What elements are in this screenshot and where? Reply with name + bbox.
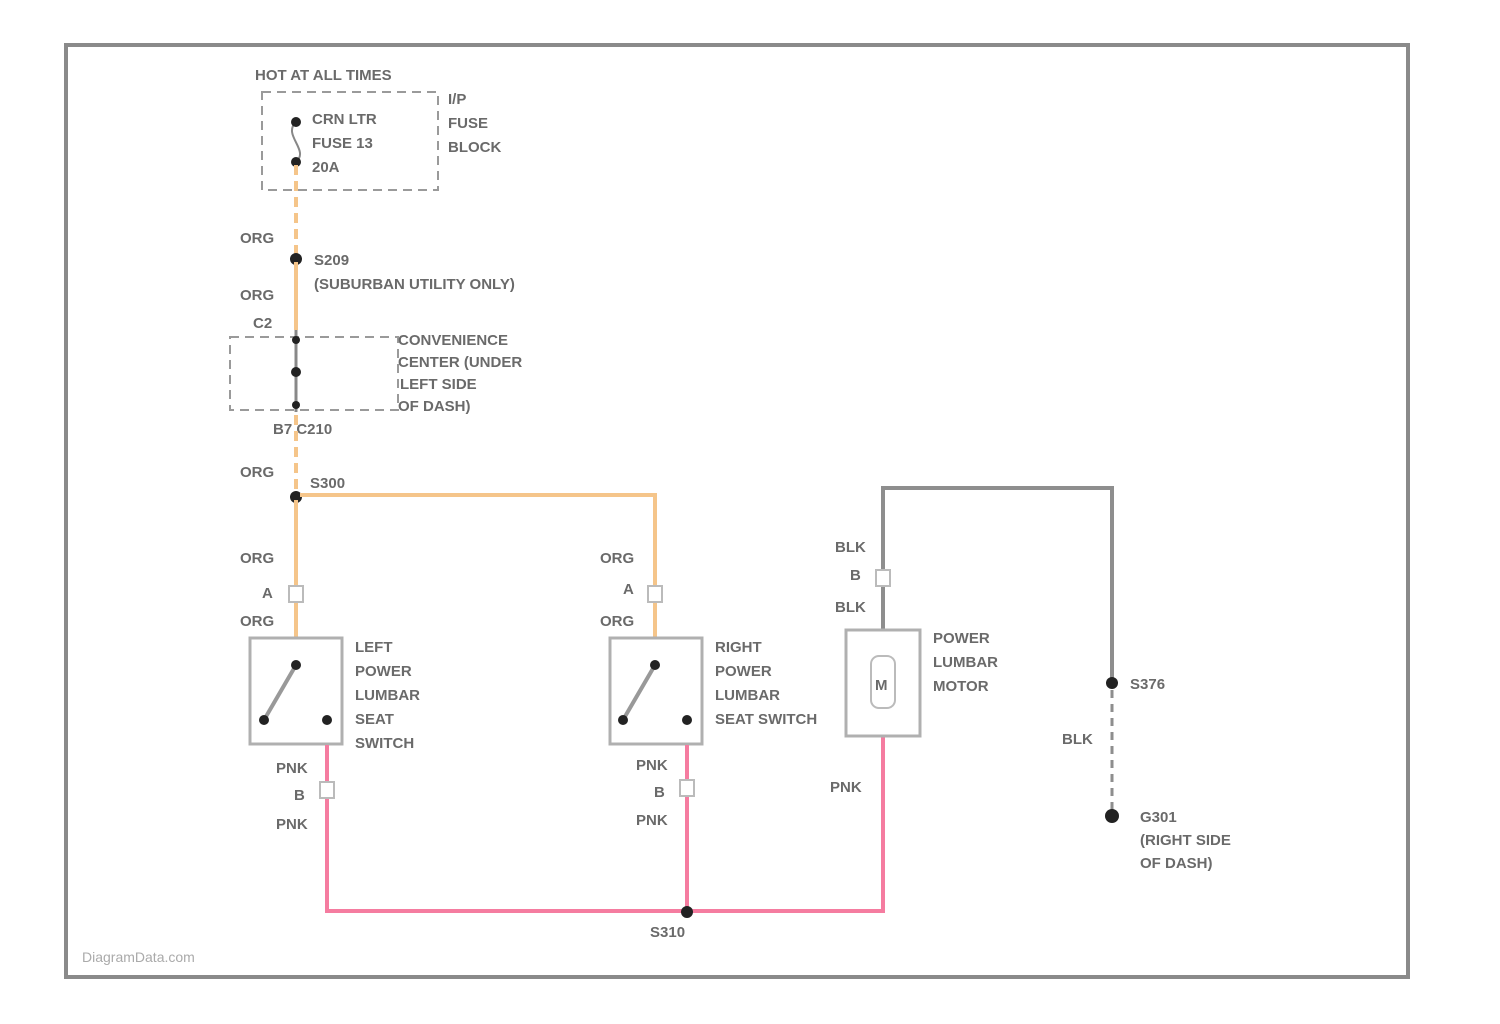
svg-text:LUMBAR: LUMBAR <box>355 687 420 704</box>
wire-label-pnk: PNK <box>276 760 308 777</box>
switch-contact <box>291 660 301 670</box>
svg-text:FUSE 13: FUSE 13 <box>312 135 373 152</box>
svg-text:BLOCK: BLOCK <box>448 139 501 156</box>
wire-label-blk: BLK <box>1062 731 1093 748</box>
svg-text:CONVENIENCE: CONVENIENCE <box>398 332 508 349</box>
wire-label-org: ORG <box>240 230 274 247</box>
fuse-block-label: I/P FUSE BLOCK <box>448 91 501 156</box>
ground-g301-label: G301 (RIGHT SIDE OF DASH) <box>1140 809 1231 872</box>
svg-text:OF DASH): OF DASH) <box>1140 855 1213 872</box>
fuse-symbol <box>292 122 300 162</box>
right-power-lumbar-seat-switch <box>610 638 702 744</box>
switch-contact <box>259 715 269 725</box>
bus-dot <box>292 336 300 344</box>
convenience-center-label: CONVENIENCE CENTER (UNDER LEFT SIDE OF D… <box>398 332 522 415</box>
left-switch-label: LEFT POWER LUMBAR SEAT SWITCH <box>355 639 420 752</box>
power-label: HOT AT ALL TIMES <box>255 67 392 84</box>
connector-b-right <box>680 780 694 796</box>
splice-s209-label: S209 (SUBURBAN UTILITY ONLY) <box>314 252 515 293</box>
svg-text:SWITCH: SWITCH <box>355 735 414 752</box>
svg-text:CENTER (UNDER: CENTER (UNDER <box>398 354 522 371</box>
svg-text:OF DASH): OF DASH) <box>398 398 471 415</box>
connector-a-right <box>648 586 662 602</box>
svg-text:POWER: POWER <box>355 663 412 680</box>
svg-text:LUMBAR: LUMBAR <box>715 687 780 704</box>
svg-text:SEAT: SEAT <box>355 711 394 728</box>
wire-label-pnk: PNK <box>636 812 668 829</box>
svg-text:I/P: I/P <box>448 91 466 108</box>
fuse-label: CRN LTR FUSE 13 20A <box>312 111 377 176</box>
wire-label-org: ORG <box>600 613 634 630</box>
pin-a-label: A <box>262 585 273 602</box>
svg-text:SEAT SWITCH: SEAT SWITCH <box>715 711 817 728</box>
svg-text:G301: G301 <box>1140 809 1177 826</box>
wire-label-org: ORG <box>240 464 274 481</box>
connector-a-left <box>289 586 303 602</box>
motor-label: POWER LUMBAR MOTOR <box>933 630 998 695</box>
wire-label-org: ORG <box>240 287 274 304</box>
connector-b-left <box>320 782 334 798</box>
convenience-center-outline <box>230 337 398 410</box>
pin-b-label: B <box>654 784 665 801</box>
svg-text:(RIGHT SIDE: (RIGHT SIDE <box>1140 832 1231 849</box>
wire-label-blk: BLK <box>835 539 866 556</box>
switch-contact <box>682 715 692 725</box>
splice-s300-label: S300 <box>310 475 345 492</box>
motor-symbol: M <box>875 677 888 694</box>
svg-text:CRN LTR: CRN LTR <box>312 111 377 128</box>
switch-contact <box>618 715 628 725</box>
splice-s310-label: S310 <box>650 924 685 941</box>
connector-c2-label: C2 <box>253 315 272 332</box>
switch-contact <box>322 715 332 725</box>
wire-label-org: ORG <box>600 550 634 567</box>
switch-blade <box>623 665 655 720</box>
switch-blade <box>264 665 296 720</box>
svg-text:LEFT: LEFT <box>355 639 393 656</box>
bus-dot <box>292 401 300 409</box>
left-power-lumbar-seat-switch <box>250 638 342 744</box>
switch-contact <box>650 660 660 670</box>
pin-a-label: A <box>623 581 634 598</box>
svg-text:(SUBURBAN UTILITY ONLY): (SUBURBAN UTILITY ONLY) <box>314 276 515 293</box>
fuse-terminal-top <box>291 117 301 127</box>
wire-pnk-ground-bus <box>327 737 883 911</box>
svg-text:FUSE: FUSE <box>448 115 488 132</box>
pin-b-label: B <box>850 567 861 584</box>
splice-s376-dot <box>1106 677 1118 689</box>
splice-s376-label: S376 <box>1130 676 1165 693</box>
svg-text:MOTOR: MOTOR <box>933 678 989 695</box>
svg-text:LEFT SIDE: LEFT SIDE <box>400 376 477 393</box>
right-switch-label: RIGHT POWER LUMBAR SEAT SWITCH <box>715 639 817 728</box>
svg-text:20A: 20A <box>312 159 340 176</box>
ground-g301-dot <box>1105 809 1119 823</box>
svg-text:LUMBAR: LUMBAR <box>933 654 998 671</box>
svg-text:S209: S209 <box>314 252 349 269</box>
svg-text:RIGHT: RIGHT <box>715 639 762 656</box>
wire-label-pnk: PNK <box>830 779 862 796</box>
svg-text:POWER: POWER <box>933 630 990 647</box>
wire-label-blk: BLK <box>835 599 866 616</box>
wire-label-pnk: PNK <box>636 757 668 774</box>
wire-label-pnk: PNK <box>276 816 308 833</box>
watermark: DiagramData.com <box>82 949 195 965</box>
bus-dot <box>291 367 301 377</box>
wire-label-org: ORG <box>240 613 274 630</box>
splice-s310-dot <box>681 906 693 918</box>
pin-b-label: B <box>294 787 305 804</box>
connector-c210-label: B7 C210 <box>273 421 332 438</box>
connector-b-motor <box>876 570 890 586</box>
wire-label-org: ORG <box>240 550 274 567</box>
svg-text:POWER: POWER <box>715 663 772 680</box>
